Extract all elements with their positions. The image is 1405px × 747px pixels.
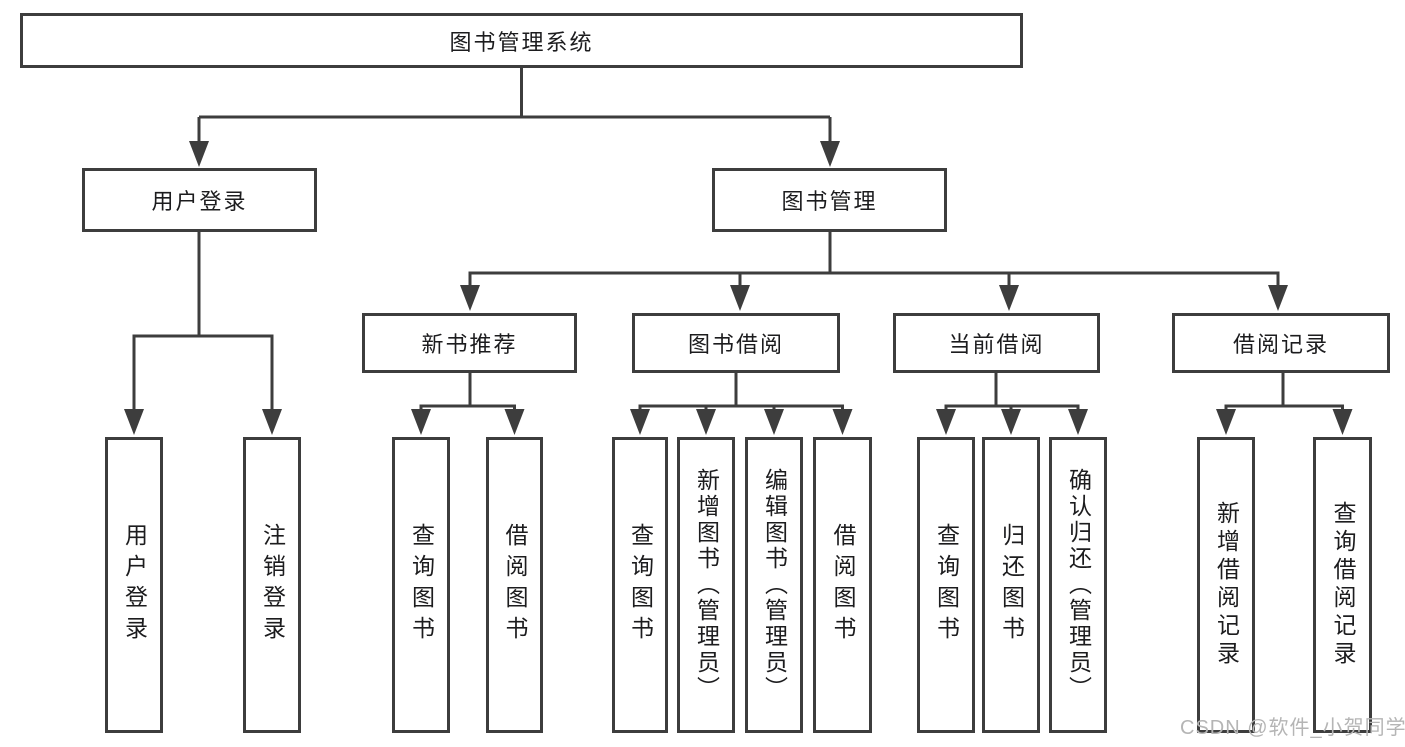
leaf-borrow-books-recommend: 借阅图书: [486, 437, 543, 733]
leaf-query-books-borrowing: 查询图书: [612, 437, 668, 733]
node-library-management-system: 图书管理系统: [20, 13, 1023, 68]
leaf-user-login: 用户登录: [105, 437, 163, 733]
leaf-query-borrow-record: 查询借阅记录: [1313, 437, 1372, 733]
leaf-query-books-current: 查询图书: [917, 437, 975, 733]
csdn-watermark: CSDN @软件_小贺同学: [1180, 717, 1405, 739]
arrowheads: [124, 141, 1353, 435]
leaf-edit-book-admin: 编辑图书（管理员）: [745, 437, 803, 733]
leaf-logout: 注销登录: [243, 437, 301, 733]
node-new-book-recommendation: 新书推荐: [362, 313, 577, 373]
node-book-management: 图书管理: [712, 168, 947, 232]
leaf-confirm-return-admin: 确认归还（管理员）: [1049, 437, 1107, 733]
leaf-query-books-recommend: 查询图书: [392, 437, 450, 733]
leaf-add-book-admin: 新增图书（管理员）: [677, 437, 735, 733]
node-book-borrowing: 图书借阅: [632, 313, 840, 373]
leaf-return-book: 归还图书: [982, 437, 1040, 733]
node-user-login: 用户登录: [82, 168, 317, 232]
leaf-borrow-books-borrowing: 借阅图书: [813, 437, 872, 733]
node-borrowing-records: 借阅记录: [1172, 313, 1390, 373]
node-current-borrowing: 当前借阅: [893, 313, 1100, 373]
leaf-add-borrow-record: 新增借阅记录: [1197, 437, 1255, 733]
